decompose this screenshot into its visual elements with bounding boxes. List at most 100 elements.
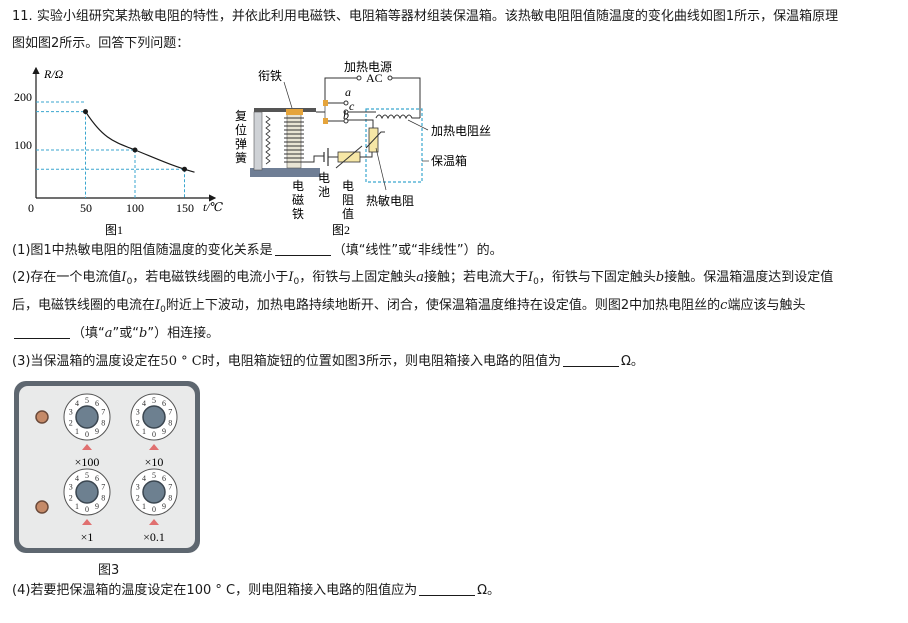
data-point xyxy=(132,147,138,153)
dial-digit: 2 xyxy=(69,493,73,502)
dial-digit: 6 xyxy=(162,399,166,408)
stem-text-2: 图如图2所示。回答下列问题： xyxy=(12,36,190,51)
dial-digit: 6 xyxy=(162,474,166,483)
dial-digit: 8 xyxy=(168,493,172,502)
question-stem-line2: 图如图2所示。回答下列问题： xyxy=(12,35,189,53)
label-contact-c: c xyxy=(349,99,355,113)
dial-pointer xyxy=(82,519,92,525)
contact-b-block xyxy=(323,118,328,124)
sub-question-2-line2: 后，电磁铁线圈的电流在I0附近上下波动，加热电路持续地断开、闭合，使保温箱温度维… xyxy=(12,298,806,315)
guide-lines xyxy=(36,101,185,198)
dial-digit: 4 xyxy=(142,474,146,483)
dial-pointer xyxy=(149,444,159,450)
y-axis-label: R/Ω xyxy=(43,67,64,81)
figure-3-caption: 图3 xyxy=(98,563,120,578)
label-x1: ×1 xyxy=(81,530,94,544)
sub-question-1: (1)图1中热敏电阻的阻值随温度的变化关系是（填“线性”或“非线性”）的。 xyxy=(12,243,503,258)
contact-a-block xyxy=(323,100,328,106)
dial-digit: 1 xyxy=(75,502,79,511)
figure-1-caption: 图1 xyxy=(105,223,123,237)
heater-coil xyxy=(375,114,420,120)
dial-digit: 5 xyxy=(85,471,89,480)
dial-digit: 7 xyxy=(168,408,172,417)
dial-digit: 1 xyxy=(142,427,146,436)
pillar xyxy=(253,111,263,171)
insulation-box-outline xyxy=(365,108,423,183)
dial-digit: 7 xyxy=(101,483,105,492)
dial-digit: 0 xyxy=(85,505,89,514)
label-thermistor: 热敏电阻 xyxy=(366,193,414,208)
dial-digit: 9 xyxy=(162,502,166,511)
dial-digit: 8 xyxy=(101,493,105,502)
dial-pointer xyxy=(82,444,92,450)
x-axis-label: t/℃ xyxy=(203,200,224,214)
y-tick-100: 100 xyxy=(14,138,32,152)
label-insulation-box: 保温箱 xyxy=(431,153,467,168)
origin-label: 0 xyxy=(28,201,34,215)
dial-digit: 6 xyxy=(95,474,99,483)
question-stem-line1: 11. 实验小组研究某热敏电阻的特性，并依此利用电磁铁、电阻箱等器材组装保温箱。… xyxy=(12,8,838,26)
x-tick-150: 150 xyxy=(176,201,194,215)
dial-digit: 8 xyxy=(168,418,172,427)
label-contact-a: a xyxy=(345,85,351,99)
dial-digit: 2 xyxy=(69,418,73,427)
base-plate xyxy=(250,168,320,177)
dial-digit: 1 xyxy=(75,427,79,436)
answer-blank-1[interactable] xyxy=(274,243,331,256)
resistance-curve xyxy=(84,111,195,173)
dial-digit: 0 xyxy=(85,430,89,439)
figure-2-caption: 图2 xyxy=(332,223,350,237)
label-x100: ×100 xyxy=(75,455,100,469)
armature-head xyxy=(286,109,303,115)
answer-blank-4[interactable] xyxy=(419,583,476,596)
battery-symbol xyxy=(323,148,329,166)
label-armature: 衔铁 xyxy=(258,69,282,83)
label-heater: 加热电阻丝 xyxy=(431,124,491,138)
figure-1-graph: R/Ω t/℃ 0 200 100 50 100 150 图1 xyxy=(14,66,224,237)
figure-2-circuit: 衔铁 加热电源 AC a c b 加热电阻丝 保温箱 复位弹簧 电磁铁 电池 电… xyxy=(235,60,491,237)
dial-pointer xyxy=(149,519,159,525)
sub-question-2-line3: （填“a”或“b”）相连接。 xyxy=(12,325,219,343)
dial-digit: 3 xyxy=(69,483,73,492)
answer-blank-3[interactable] xyxy=(562,354,619,367)
dial-digit: 7 xyxy=(168,483,172,492)
label-battery: 电池 xyxy=(318,171,330,199)
y-tick-200: 200 xyxy=(14,90,32,104)
terminal-top xyxy=(35,410,49,424)
dial-knob xyxy=(142,405,166,429)
dial-digit: 3 xyxy=(136,408,140,417)
question-number: 11. xyxy=(12,9,33,24)
dial-digit: 4 xyxy=(75,399,79,408)
data-point xyxy=(83,109,88,115)
terminal-bottom xyxy=(35,500,49,514)
answer-blank-2[interactable] xyxy=(14,326,70,339)
label-x10: ×10 xyxy=(145,455,164,469)
dial-digit: 9 xyxy=(162,427,166,436)
dial-digit: 5 xyxy=(152,471,156,480)
dial-digit: 3 xyxy=(69,408,73,417)
x-tick-50: 50 xyxy=(80,201,92,215)
dial-digit: 9 xyxy=(95,502,99,511)
dial-digit: 0 xyxy=(152,505,156,514)
armature-bar xyxy=(254,108,316,112)
dial-digit: 3 xyxy=(136,483,140,492)
spring xyxy=(265,115,271,165)
label-heating-power: 加热电源 xyxy=(344,60,392,74)
label-ac: AC xyxy=(366,71,383,85)
stem-text-1: 实验小组研究某热敏电阻的特性，并依此利用电磁铁、电阻箱等器材组装保温箱。该热敏电… xyxy=(36,9,839,24)
dial-knob xyxy=(75,405,99,429)
dial-digit: 2 xyxy=(136,418,140,427)
dial-digit: 5 xyxy=(85,396,89,405)
label-x0.1: ×0.1 xyxy=(143,530,165,544)
x-tick-100: 100 xyxy=(126,201,144,215)
dial-digit: 0 xyxy=(152,430,156,439)
label-electromagnet: 电磁铁 xyxy=(292,179,304,221)
